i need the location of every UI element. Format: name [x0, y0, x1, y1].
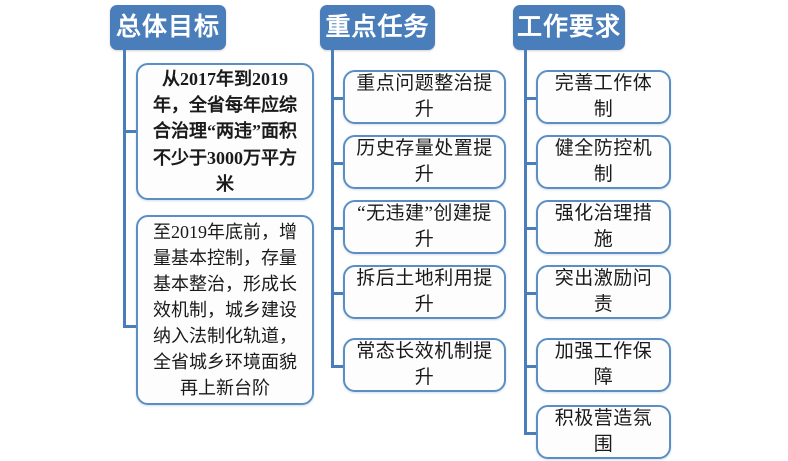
header-overall-goal-label: 总体目标: [115, 13, 220, 41]
node-overall-goal-2-text: 至2019年底前，增量基本控制，存量基本整治，形成长效机制，城乡建设纳入法制化轨…: [153, 221, 297, 399]
connector-branch-task-5: [331, 365, 344, 368]
header-work-requirements[interactable]: 工作要求: [513, 5, 625, 50]
connector-stub-key-tasks: [331, 50, 334, 62]
connector-branch-task-4: [331, 292, 344, 295]
node-key-task-2-text: 历史存量处置提升: [356, 138, 493, 185]
connector-stub-work-requirements: [524, 50, 527, 62]
node-work-requirement-3-text: 强化治理措施: [554, 203, 653, 250]
node-key-task-4[interactable]: 拆后土地利用提升: [343, 265, 506, 319]
connector-branch-req-3: [524, 227, 537, 230]
header-work-requirements-label: 工作要求: [516, 13, 621, 41]
connector-trunk-work-requirements: [524, 62, 527, 434]
node-work-requirement-3[interactable]: 强化治理措施: [536, 200, 671, 254]
node-work-requirement-4-text: 突出激励问责: [554, 268, 653, 315]
node-work-requirement-5[interactable]: 加强工作保障: [536, 338, 671, 392]
node-work-requirement-4[interactable]: 突出激励问责: [536, 265, 671, 319]
node-work-requirement-5-text: 加强工作保障: [554, 341, 653, 388]
node-key-task-1-text: 重点问题整治提升: [356, 73, 493, 120]
connector-branch-req-4: [524, 292, 537, 295]
node-key-task-4-text: 拆后土地利用提升: [356, 268, 493, 315]
node-work-requirement-1[interactable]: 完善工作体制: [536, 70, 671, 124]
node-work-requirement-6[interactable]: 积极营造氛围: [536, 405, 671, 459]
node-work-requirement-1-text: 完善工作体制: [554, 73, 653, 120]
connector-branch-task-2: [331, 162, 344, 165]
header-key-tasks[interactable]: 重点任务: [320, 5, 435, 50]
node-key-task-3-text: “无违建”创建提升: [357, 203, 492, 250]
header-overall-goal[interactable]: 总体目标: [110, 5, 226, 50]
connector-branch-req-5: [524, 365, 537, 368]
header-key-tasks-label: 重点任务: [325, 13, 430, 41]
connector-trunk-key-tasks: [331, 62, 334, 367]
connector-branch-task-3: [331, 227, 344, 230]
connector-branch-goal-2: [123, 325, 137, 328]
connector-branch-req-1: [524, 97, 537, 100]
node-overall-goal-2[interactable]: 至2019年底前，增量基本控制，存量基本整治，形成长效机制，城乡建设纳入法制化轨…: [136, 215, 314, 405]
node-work-requirement-2-text: 健全防控机制: [554, 138, 653, 185]
node-key-task-2[interactable]: 历史存量处置提升: [343, 135, 506, 189]
node-key-task-5-text: 常态长效机制提升: [356, 341, 493, 388]
connector-branch-task-1: [331, 97, 344, 100]
node-key-task-5[interactable]: 常态长效机制提升: [343, 338, 506, 392]
connector-trunk-overall-goal: [123, 62, 126, 327]
connector-branch-req-2: [524, 162, 537, 165]
node-work-requirement-6-text: 积极营造氛围: [554, 408, 653, 455]
connector-stub-overall-goal: [123, 50, 126, 62]
node-overall-goal-1-text: 从2017年到2019年，全省每年应综合治理“两违”面积不少于3000万平方米: [153, 69, 297, 194]
node-work-requirement-2[interactable]: 健全防控机制: [536, 135, 671, 189]
node-key-task-1[interactable]: 重点问题整治提升: [343, 70, 506, 124]
node-key-task-3[interactable]: “无违建”创建提升: [343, 200, 506, 254]
node-overall-goal-1[interactable]: 从2017年到2019年，全省每年应综合治理“两违”面积不少于3000万平方米: [136, 63, 314, 200]
connector-branch-goal-1: [123, 130, 137, 133]
connector-branch-req-6: [524, 432, 537, 435]
